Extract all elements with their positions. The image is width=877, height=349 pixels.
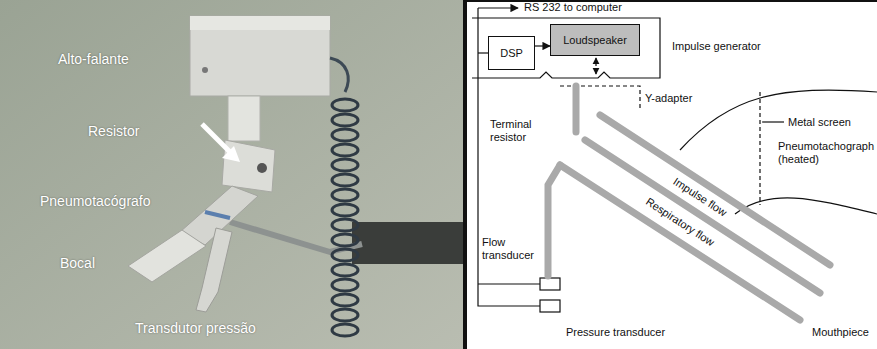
part-label: Pneumotachograph (heated) [778,140,874,165]
part-label: Bocal [60,255,95,271]
part-label: Alto-falante [58,51,129,67]
part-label: Y-adapter [645,92,692,105]
connector-arrow [535,45,550,46]
part-label: Resistor [88,123,139,139]
photo [0,0,467,349]
part-label: Pressure transducer [566,326,665,339]
schematic [467,1,877,312]
part-label: Mouthpiece [812,326,869,339]
part-label: Terminal resistor [490,118,552,143]
part-label: Flow transducer [482,236,542,261]
housing-outline [472,18,660,78]
part-label: Impulse generator [672,40,761,53]
part-label: Pneumotacógrafo [40,193,151,209]
tubes [548,86,830,320]
signal-label: RS 232 to computer [524,1,622,14]
dsp-box: DSP [488,36,535,70]
part-label: Transdutor pressão [135,320,256,336]
node-text: Loudspeaker [563,34,627,46]
node-text: DSP [500,47,523,59]
part-label: Metal screen [788,116,851,129]
loudspeaker-box: Loudspeaker [550,24,640,56]
